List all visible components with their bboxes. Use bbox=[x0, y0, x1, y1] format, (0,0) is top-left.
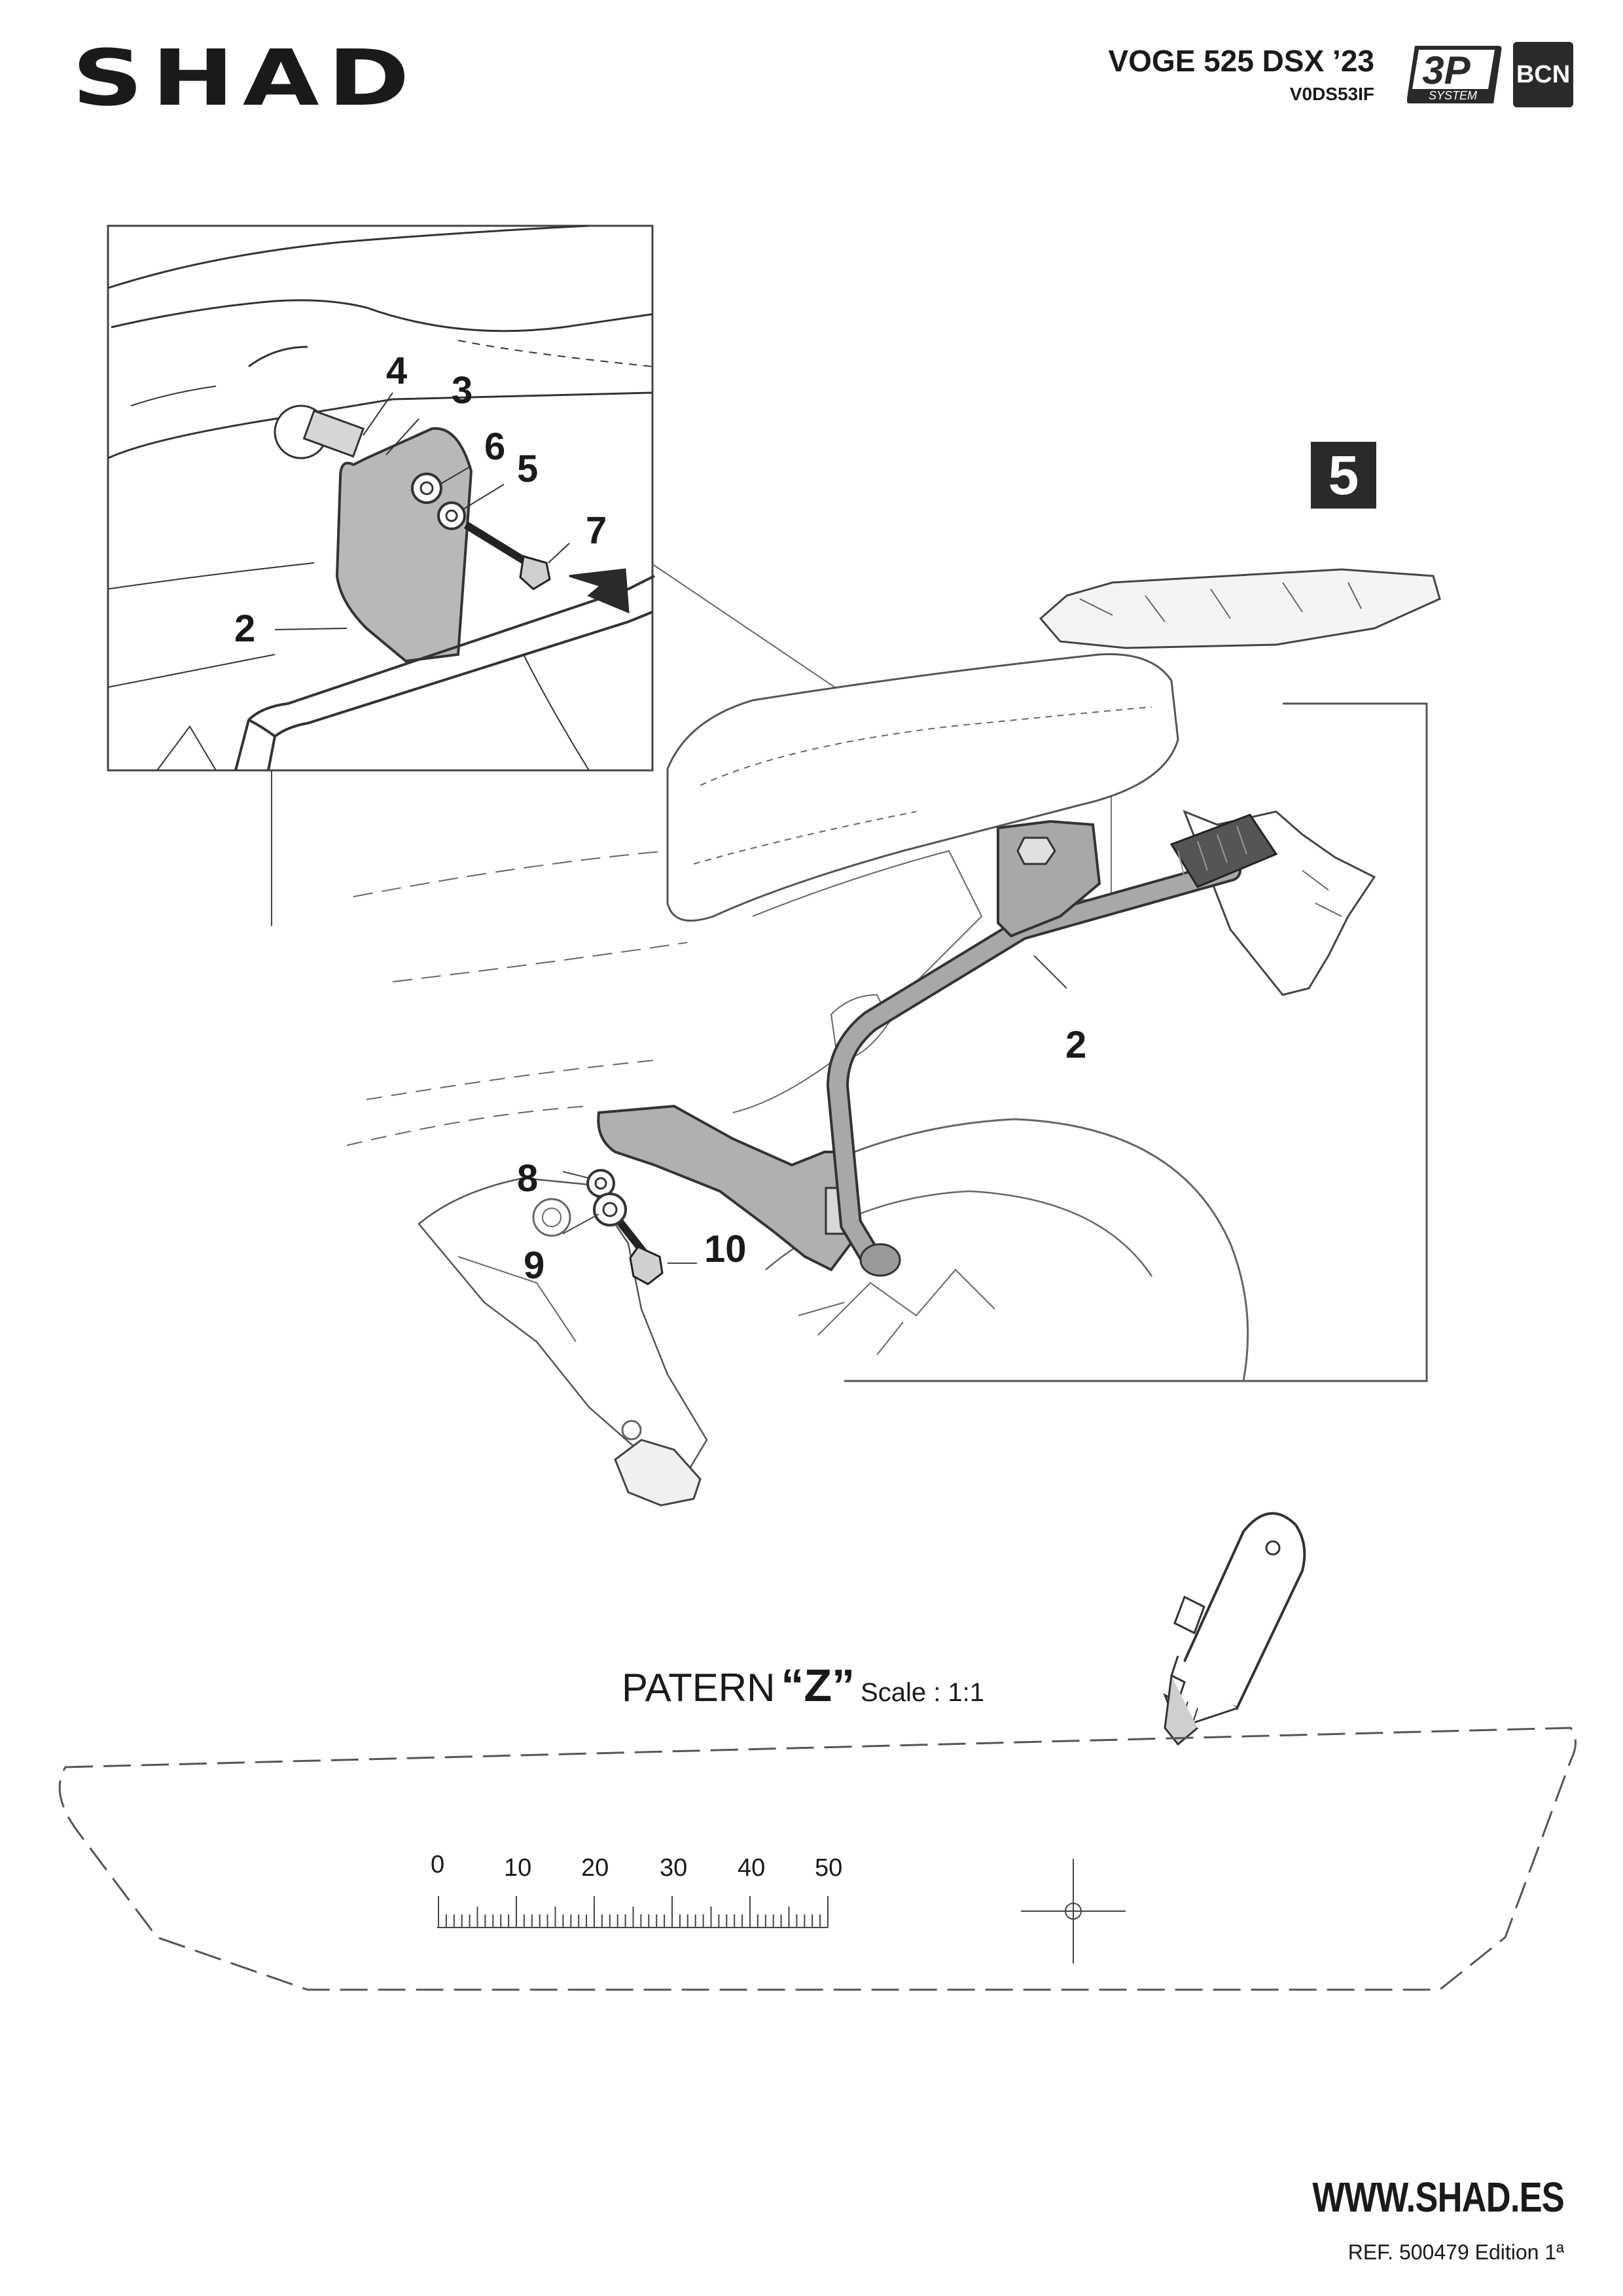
scale-mark-10: 10 bbox=[504, 1854, 532, 1882]
detail-inset bbox=[107, 224, 655, 772]
scale-mark-20: 20 bbox=[581, 1854, 609, 1882]
pattern-title: PATERN “Z” Scale : 1:1 bbox=[622, 1662, 984, 1708]
cutter-knife-icon bbox=[1163, 1512, 1306, 1746]
crosshair-icon bbox=[1021, 1859, 1126, 1964]
callout-main-8: 8 bbox=[517, 1157, 539, 1200]
pattern-z-outline bbox=[58, 1727, 1577, 1991]
callout-detail-3: 3 bbox=[452, 369, 473, 412]
system-badge-sub: SYSTEM bbox=[1429, 89, 1477, 102]
3p-system-badge: 3P SYSTEM bbox=[1407, 46, 1502, 103]
bcn-badge: BCN bbox=[1513, 42, 1573, 107]
callout-detail-7: 7 bbox=[586, 509, 607, 552]
callout-main-9: 9 bbox=[524, 1244, 545, 1287]
website-url: WWW.SHAD.ES bbox=[1312, 2174, 1564, 2221]
pattern-scale-text: Scale : 1:1 bbox=[861, 1678, 985, 1707]
reference-edition: REF. 500479 Edition 1ª bbox=[1347, 2240, 1564, 2264]
callout-detail-6: 6 bbox=[484, 425, 506, 468]
scale-mark-40: 40 bbox=[738, 1854, 766, 1882]
system-badge-main: 3P bbox=[1422, 48, 1471, 92]
scale-mark-0: 0 bbox=[431, 1851, 445, 1878]
scale-mark-50: 50 bbox=[815, 1854, 843, 1882]
scale-mark-30: 30 bbox=[660, 1854, 688, 1882]
step-number-badge: 5 bbox=[1311, 442, 1376, 509]
callout-main-10: 10 bbox=[704, 1228, 747, 1270]
model-name: VOGE 525 DSX ’23 bbox=[1108, 44, 1374, 78]
shad-logo: SHAD bbox=[72, 33, 418, 123]
callout-detail-4: 4 bbox=[386, 350, 408, 392]
pattern-label: PATERN bbox=[622, 1666, 776, 1710]
callout-detail-2: 2 bbox=[234, 607, 256, 650]
callout-detail-5: 5 bbox=[517, 448, 539, 490]
pattern-letter: “Z” bbox=[781, 1660, 855, 1711]
callout-main-2: 2 bbox=[1065, 1024, 1087, 1066]
model-reference: V0DS53IF bbox=[1289, 84, 1374, 104]
